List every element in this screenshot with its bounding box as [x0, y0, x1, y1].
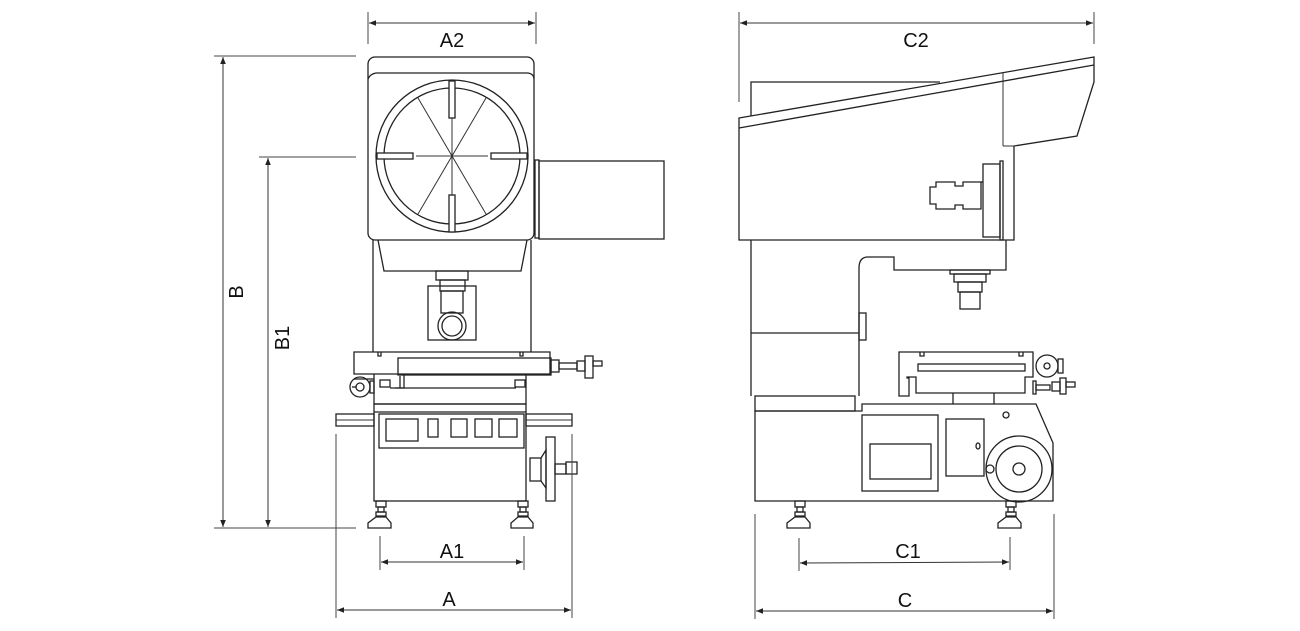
panel-button [498, 418, 518, 438]
stage-knob [1035, 354, 1059, 378]
side-view: C2 C1 C [738, 12, 1095, 619]
leveling-foot [997, 500, 1022, 529]
side-column [750, 240, 1007, 412]
panel-button [474, 418, 493, 438]
dimension-a1: A1 [379, 536, 525, 570]
dimension-a2: A2 [367, 12, 537, 52]
focus-handwheel [545, 436, 556, 502]
label-a: A [442, 589, 456, 611]
side-base [754, 403, 1054, 529]
head-housing [738, 56, 1095, 241]
dimension-c2: C2 [738, 12, 1095, 102]
label-c: C [898, 590, 912, 612]
digital-readout [385, 418, 419, 442]
label-a2: A2 [440, 30, 464, 52]
leveling-foot [367, 500, 392, 529]
label-b: B [226, 285, 248, 298]
access-door [945, 418, 985, 477]
panel-button [450, 418, 468, 438]
label-a1: A1 [440, 541, 464, 563]
label-b1: B1 [272, 326, 294, 350]
xy-stage [349, 351, 603, 405]
front-view: A2 B B1 A1 A [214, 12, 665, 618]
dimension-b1: B1 [259, 156, 356, 527]
dimension-c: C [754, 514, 1055, 619]
label-c1: C1 [895, 541, 921, 563]
leveling-foot [786, 500, 811, 529]
side-stage [898, 351, 1076, 404]
column-body [372, 239, 532, 352]
control-panel [378, 413, 525, 449]
dimension-b: B [214, 55, 356, 529]
side-panel [861, 414, 939, 492]
lamp-housing [534, 159, 665, 240]
dimension-c1: C1 [798, 537, 1011, 571]
dimension-a: A [335, 434, 573, 618]
base-unit [335, 403, 578, 529]
leveling-foot [510, 500, 534, 529]
label-c2: C2 [903, 30, 929, 52]
panel-button [427, 418, 439, 438]
projection-lens [435, 270, 469, 281]
screen-housing [367, 56, 535, 241]
